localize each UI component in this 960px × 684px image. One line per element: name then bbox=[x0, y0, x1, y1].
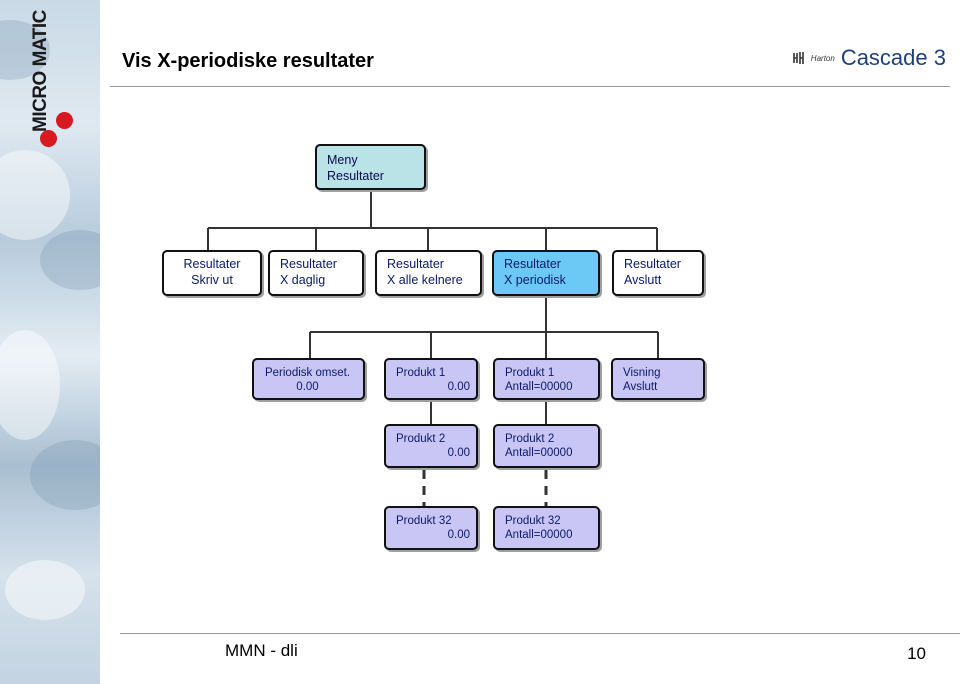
box-label-line1: Produkt 2 bbox=[505, 433, 555, 445]
box-label-line2: Avslutt bbox=[623, 381, 658, 393]
produkt-32-antall-box[interactable]: Produkt 32 Antall=00000 bbox=[493, 506, 600, 550]
box-label-line1: Visning bbox=[623, 367, 661, 379]
harton-label: Harton bbox=[810, 53, 835, 63]
box-label-line2: Skriv ut bbox=[191, 273, 233, 287]
product-name: Cascade 3 bbox=[840, 45, 946, 70]
harton-logo-icon bbox=[792, 52, 804, 64]
produkt-2-antall-box[interactable]: Produkt 2 Antall=00000 bbox=[493, 424, 600, 468]
box-label-line1: Produkt 32 bbox=[396, 515, 452, 527]
page-title: Vis X-periodiske resultater bbox=[122, 50, 374, 72]
box-label-line1: Resultater bbox=[387, 257, 444, 271]
resultater-x-daglig-box[interactable]: Resultater X daglig bbox=[268, 250, 364, 296]
resultater-skriv-ut-box[interactable]: Resultater Skriv ut bbox=[162, 250, 262, 296]
box-label-line1: Produkt 1 bbox=[505, 367, 555, 379]
box-value: Antall=00000 bbox=[505, 447, 573, 459]
produkt-32-amount-box[interactable]: Produkt 32 0.00 bbox=[384, 506, 478, 550]
box-label-line1: Produkt 2 bbox=[396, 433, 446, 445]
box-label-line1: Resultater bbox=[183, 257, 241, 271]
box-value: Antall=00000 bbox=[505, 529, 573, 541]
footer-divider bbox=[120, 633, 960, 634]
box-label-line1: Produkt 1 bbox=[396, 367, 446, 379]
box-value: Antall=00000 bbox=[505, 381, 573, 393]
box-value: 0.00 bbox=[447, 447, 470, 459]
box-label-line2: X periodisk bbox=[504, 273, 566, 287]
periodisk-omset-box[interactable]: Periodisk omset. 0.00 bbox=[252, 358, 365, 400]
logo-dot-icon bbox=[56, 112, 73, 129]
box-label-line1: Periodisk omset. bbox=[264, 367, 350, 379]
page-number: 10 bbox=[907, 644, 926, 663]
box-label-line1: Resultater bbox=[504, 257, 561, 271]
menu-resultater-box[interactable]: Meny Resultater bbox=[315, 144, 426, 190]
box-label-line1: Produkt 32 bbox=[505, 515, 561, 527]
box-label-line2: Resultater bbox=[327, 169, 384, 183]
box-value: 0.00 bbox=[296, 381, 319, 393]
box-label-line2: X daglig bbox=[280, 273, 326, 287]
produkt-2-amount-box[interactable]: Produkt 2 0.00 bbox=[384, 424, 478, 468]
visning-avslutt-box[interactable]: Visning Avslutt bbox=[611, 358, 705, 400]
header-divider bbox=[110, 86, 950, 87]
brand: Harton Cascade 3 bbox=[792, 45, 946, 71]
box-label-line2: Avslutt bbox=[624, 273, 662, 287]
logo-dot-icon bbox=[40, 130, 57, 147]
box-value: 0.00 bbox=[447, 529, 470, 541]
resultater-x-alle-kelnere-box[interactable]: Resultater X alle kelnere bbox=[375, 250, 482, 296]
box-label-line2: X alle kelnere bbox=[387, 273, 463, 287]
produkt-1-antall-box[interactable]: Produkt 1 Antall=00000 bbox=[493, 358, 600, 400]
box-label-line1: Resultater bbox=[280, 257, 337, 271]
footer-author: MMN - dli bbox=[225, 641, 298, 660]
produkt-1-amount-box[interactable]: Produkt 1 0.00 bbox=[384, 358, 478, 400]
box-label-line1: Meny bbox=[327, 153, 358, 167]
box-label-line1: Resultater bbox=[624, 257, 681, 271]
box-value: 0.00 bbox=[447, 381, 470, 393]
resultater-x-periodisk-box[interactable]: Resultater X periodisk bbox=[492, 250, 600, 296]
resultater-avslutt-box[interactable]: Resultater Avslutt bbox=[612, 250, 704, 296]
decorative-side-strip bbox=[0, 0, 100, 684]
